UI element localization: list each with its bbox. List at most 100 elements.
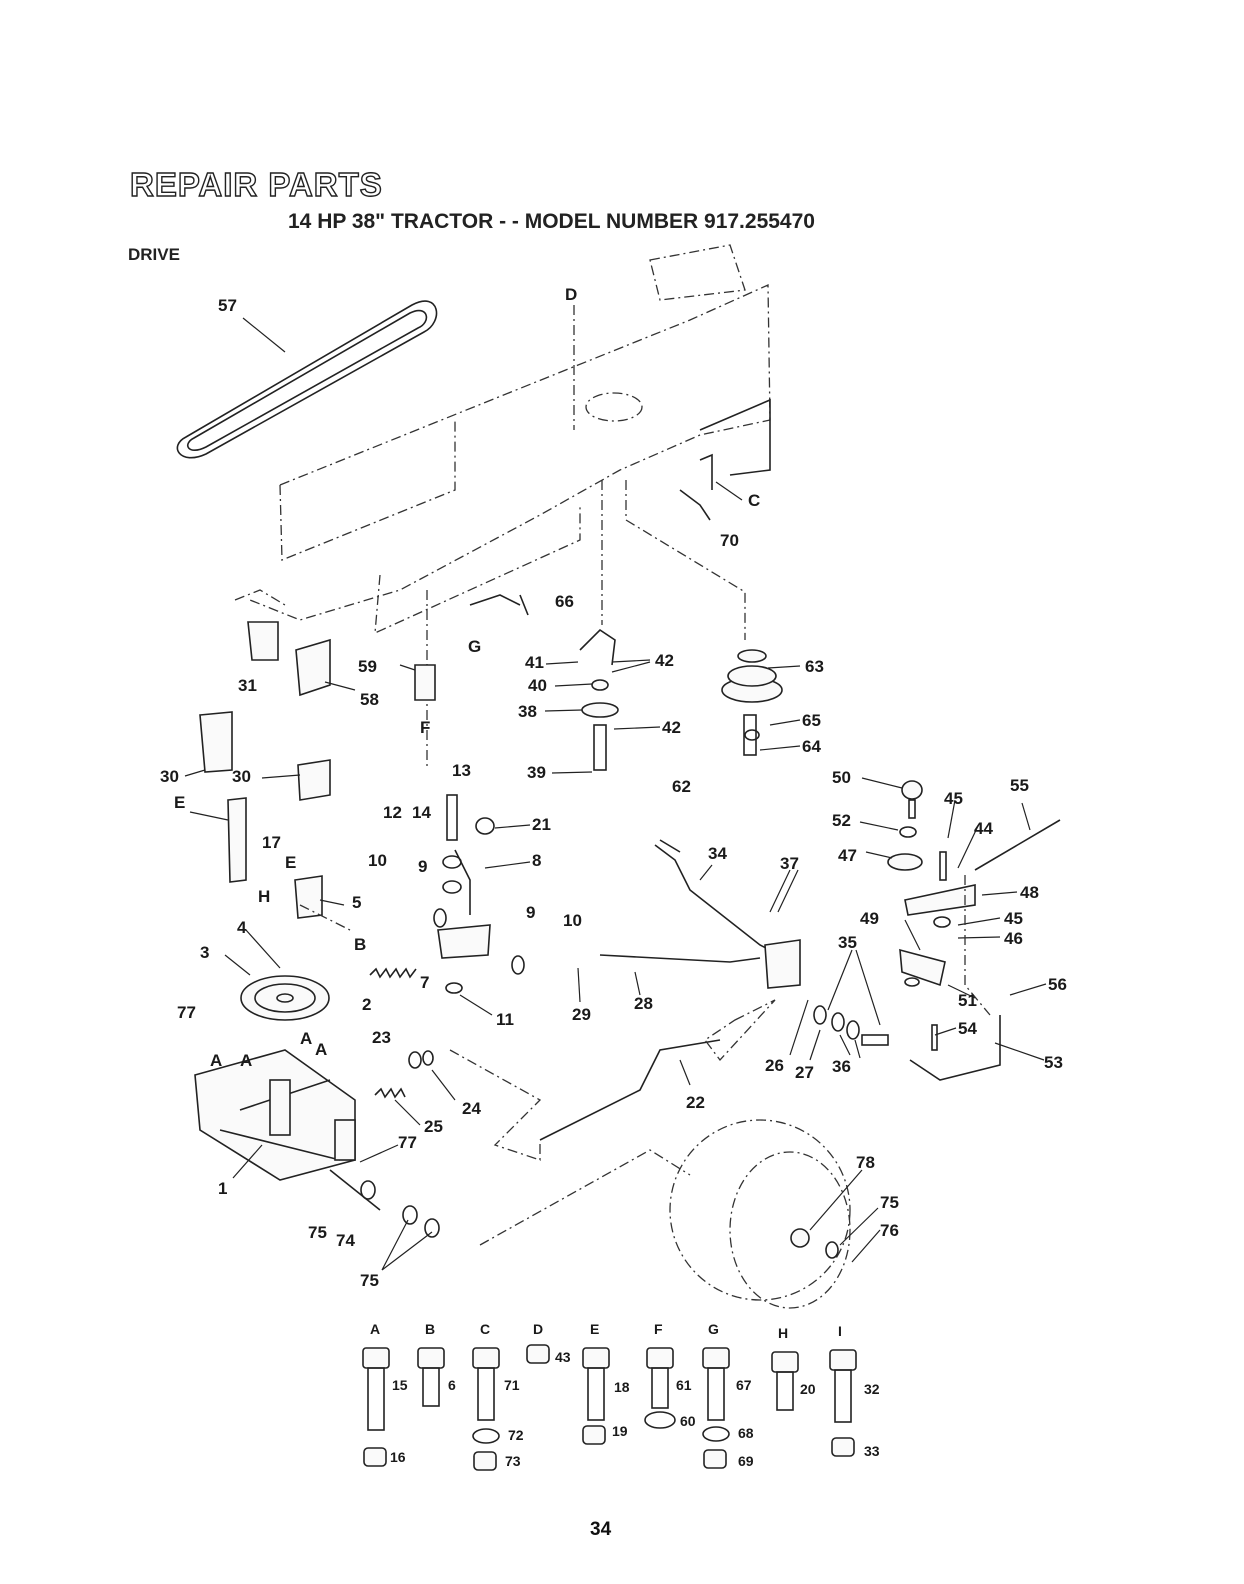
callout: 70 bbox=[720, 531, 739, 550]
hardware-key: A 15 16 B 6 C 71 72 73 D 43 E 18 19 F 61… bbox=[370, 1321, 880, 1469]
hardware-nut: 69 bbox=[738, 1453, 754, 1469]
callout: 76 bbox=[880, 1221, 899, 1240]
callout: 48 bbox=[1020, 883, 1039, 902]
reference-lines bbox=[299, 875, 991, 1246]
callout: 30 bbox=[232, 767, 251, 786]
hardware-group: C bbox=[480, 1321, 490, 1337]
hardware-group: D bbox=[533, 1321, 543, 1337]
callout: 23 bbox=[372, 1028, 391, 1047]
callout: 64 bbox=[802, 737, 821, 756]
hardware-bolt: 61 bbox=[676, 1377, 692, 1393]
callout: 45 bbox=[1004, 909, 1023, 928]
callout: 63 bbox=[805, 657, 824, 676]
callout: 25 bbox=[424, 1117, 443, 1136]
callout: 28 bbox=[634, 994, 653, 1013]
callout: D bbox=[565, 285, 577, 304]
callout: 75 bbox=[880, 1193, 899, 1212]
callout: E bbox=[285, 853, 296, 872]
callout: B bbox=[354, 935, 366, 954]
hardware-group: F bbox=[654, 1321, 663, 1337]
hardware-nut: 73 bbox=[505, 1453, 521, 1469]
callout: 65 bbox=[802, 711, 821, 730]
hardware-washer: 72 bbox=[508, 1427, 524, 1443]
callout: A bbox=[210, 1051, 222, 1070]
hardware-bolt: 32 bbox=[864, 1381, 880, 1397]
callout: 24 bbox=[462, 1099, 481, 1118]
callout: G bbox=[468, 637, 481, 656]
spring bbox=[369, 967, 417, 1099]
callout: A bbox=[300, 1029, 312, 1048]
callout: 41 bbox=[525, 653, 544, 672]
callout: 10 bbox=[368, 851, 387, 870]
callout: 2 bbox=[362, 995, 371, 1014]
callout: 34 bbox=[708, 844, 727, 863]
callout: 78 bbox=[856, 1153, 875, 1172]
callout: 9 bbox=[526, 903, 535, 922]
callout: 45 bbox=[944, 789, 963, 808]
callout: 36 bbox=[832, 1057, 851, 1076]
callout: 22 bbox=[686, 1093, 705, 1112]
callout: 75 bbox=[308, 1223, 327, 1242]
hardware-group: H bbox=[778, 1325, 788, 1341]
callout: 8 bbox=[532, 851, 541, 870]
callout: 62 bbox=[672, 777, 691, 796]
callout: E bbox=[174, 793, 185, 812]
callout: 42 bbox=[655, 651, 674, 670]
callout: 55 bbox=[1010, 776, 1029, 795]
hardware-bolt: 18 bbox=[614, 1379, 630, 1395]
hardware-bolt: 71 bbox=[504, 1377, 520, 1393]
callout: 49 bbox=[860, 909, 879, 928]
hardware-group: G bbox=[708, 1321, 719, 1337]
callout: C bbox=[748, 491, 760, 510]
bolt bbox=[446, 794, 947, 1051]
callout: 58 bbox=[360, 690, 379, 709]
callout: 42 bbox=[662, 718, 681, 737]
hardware-group: E bbox=[590, 1321, 599, 1337]
frame-outline bbox=[234, 244, 771, 770]
pulley bbox=[240, 975, 330, 1021]
model-subtitle: 14 HP 38" TRACTOR - - MODEL NUMBER 917.2… bbox=[288, 210, 815, 233]
pulley bbox=[721, 649, 783, 756]
washer bbox=[360, 729, 951, 1259]
callout: 27 bbox=[795, 1063, 814, 1082]
callout: 40 bbox=[528, 676, 547, 695]
callout: 21 bbox=[532, 815, 551, 834]
callout: 13 bbox=[452, 761, 471, 780]
hardware-group: A bbox=[370, 1321, 380, 1337]
callout: H bbox=[258, 887, 270, 906]
diagram-artwork bbox=[176, 244, 1061, 1471]
callout: 10 bbox=[563, 911, 582, 930]
callout: A bbox=[240, 1051, 252, 1070]
callout: 5 bbox=[352, 893, 361, 912]
callout: 9 bbox=[418, 857, 427, 876]
transaxle bbox=[194, 1049, 381, 1211]
hardware-washer: 60 bbox=[680, 1413, 696, 1429]
callout: 29 bbox=[572, 1005, 591, 1024]
callout: 12 bbox=[383, 803, 402, 822]
hardware-drawings bbox=[362, 1344, 857, 1471]
callout: 1 bbox=[218, 1179, 227, 1198]
hardware-bolt: 67 bbox=[736, 1377, 752, 1393]
callout: 7 bbox=[420, 973, 429, 992]
drive-belt bbox=[176, 300, 438, 459]
callout: 51 bbox=[958, 991, 977, 1010]
tire bbox=[669, 1119, 851, 1309]
callout: 31 bbox=[238, 676, 257, 695]
callout: F bbox=[420, 718, 430, 737]
hardware-group: I bbox=[838, 1323, 842, 1339]
callout: 57 bbox=[218, 296, 237, 315]
hardware-bolt: 20 bbox=[800, 1381, 816, 1397]
hardware-nut: 43 bbox=[555, 1349, 571, 1365]
leader-lines bbox=[184, 317, 1047, 1271]
callout: 38 bbox=[518, 702, 537, 721]
callout: 26 bbox=[765, 1056, 784, 1075]
callout: 35 bbox=[838, 933, 857, 952]
rod bbox=[454, 819, 1061, 1141]
callout-labels: 57 D C 70 66 G 41 42 40 38 42 39 63 65 6… bbox=[160, 285, 1067, 1290]
callout: 54 bbox=[958, 1019, 977, 1038]
idler-stack bbox=[579, 628, 619, 771]
hardware-group: B bbox=[425, 1321, 435, 1337]
callout: 17 bbox=[262, 833, 281, 852]
callout: 75 bbox=[360, 1271, 379, 1290]
callout: 37 bbox=[780, 854, 799, 873]
